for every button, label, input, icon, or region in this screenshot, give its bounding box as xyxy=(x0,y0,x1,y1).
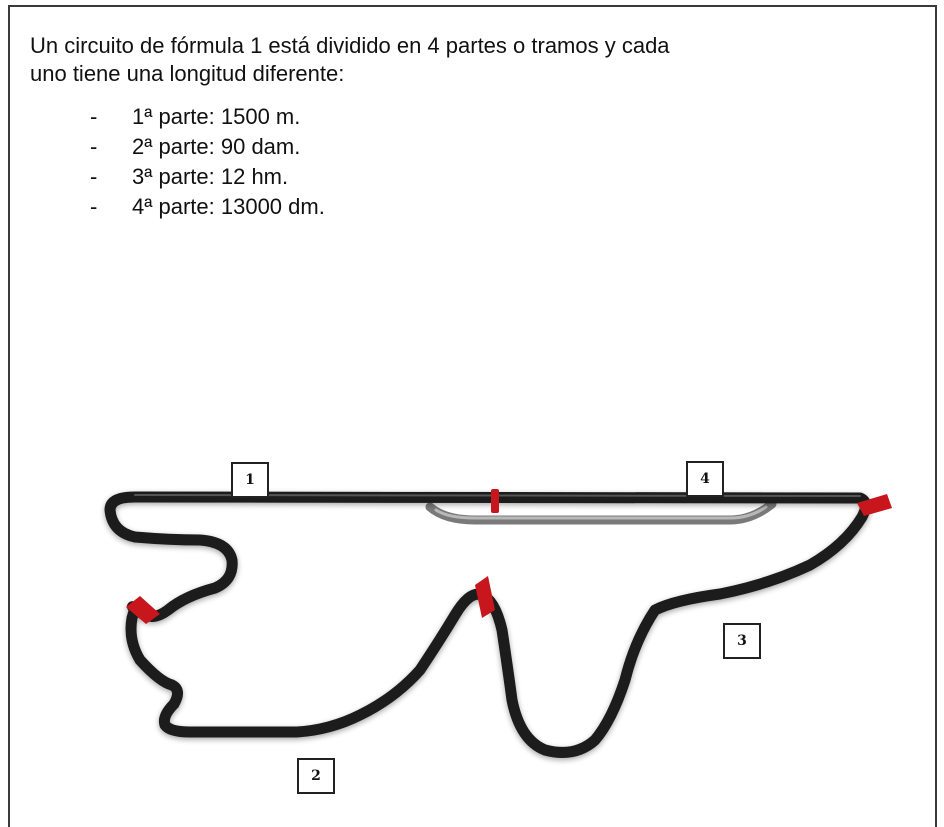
part-3-length: 3ª parte: 12 hm. xyxy=(132,164,289,189)
list-dash: - xyxy=(90,134,98,159)
problem-statement: Un circuito de fórmula 1 está dividido e… xyxy=(0,0,944,300)
intro-line-2: uno tiene una longitud diferente: xyxy=(30,61,345,86)
part-4-length: 4ª parte: 13000 dm. xyxy=(132,194,325,219)
pit-lane-highlight xyxy=(434,505,768,520)
section-label-1: 1 xyxy=(231,462,269,498)
part-2-length: 2ª parte: 90 dam. xyxy=(132,134,301,159)
section-label-2: 2 xyxy=(297,758,335,794)
exercise-frame xyxy=(8,5,937,827)
section-label-3: 3 xyxy=(723,623,761,659)
list-dash: - xyxy=(90,194,98,219)
marker-hairpin xyxy=(475,576,495,618)
section-label-4: 4 xyxy=(686,461,724,497)
marker-east xyxy=(857,494,892,516)
track-path xyxy=(104,491,871,758)
intro-line-1: Un circuito de fórmula 1 está dividido e… xyxy=(30,33,670,58)
marker-start xyxy=(491,489,499,513)
list-dash: - xyxy=(90,164,98,189)
part-1-length: 1ª parte: 1500 m. xyxy=(132,104,301,129)
list-dash: - xyxy=(90,104,98,129)
marker-west xyxy=(126,596,160,624)
